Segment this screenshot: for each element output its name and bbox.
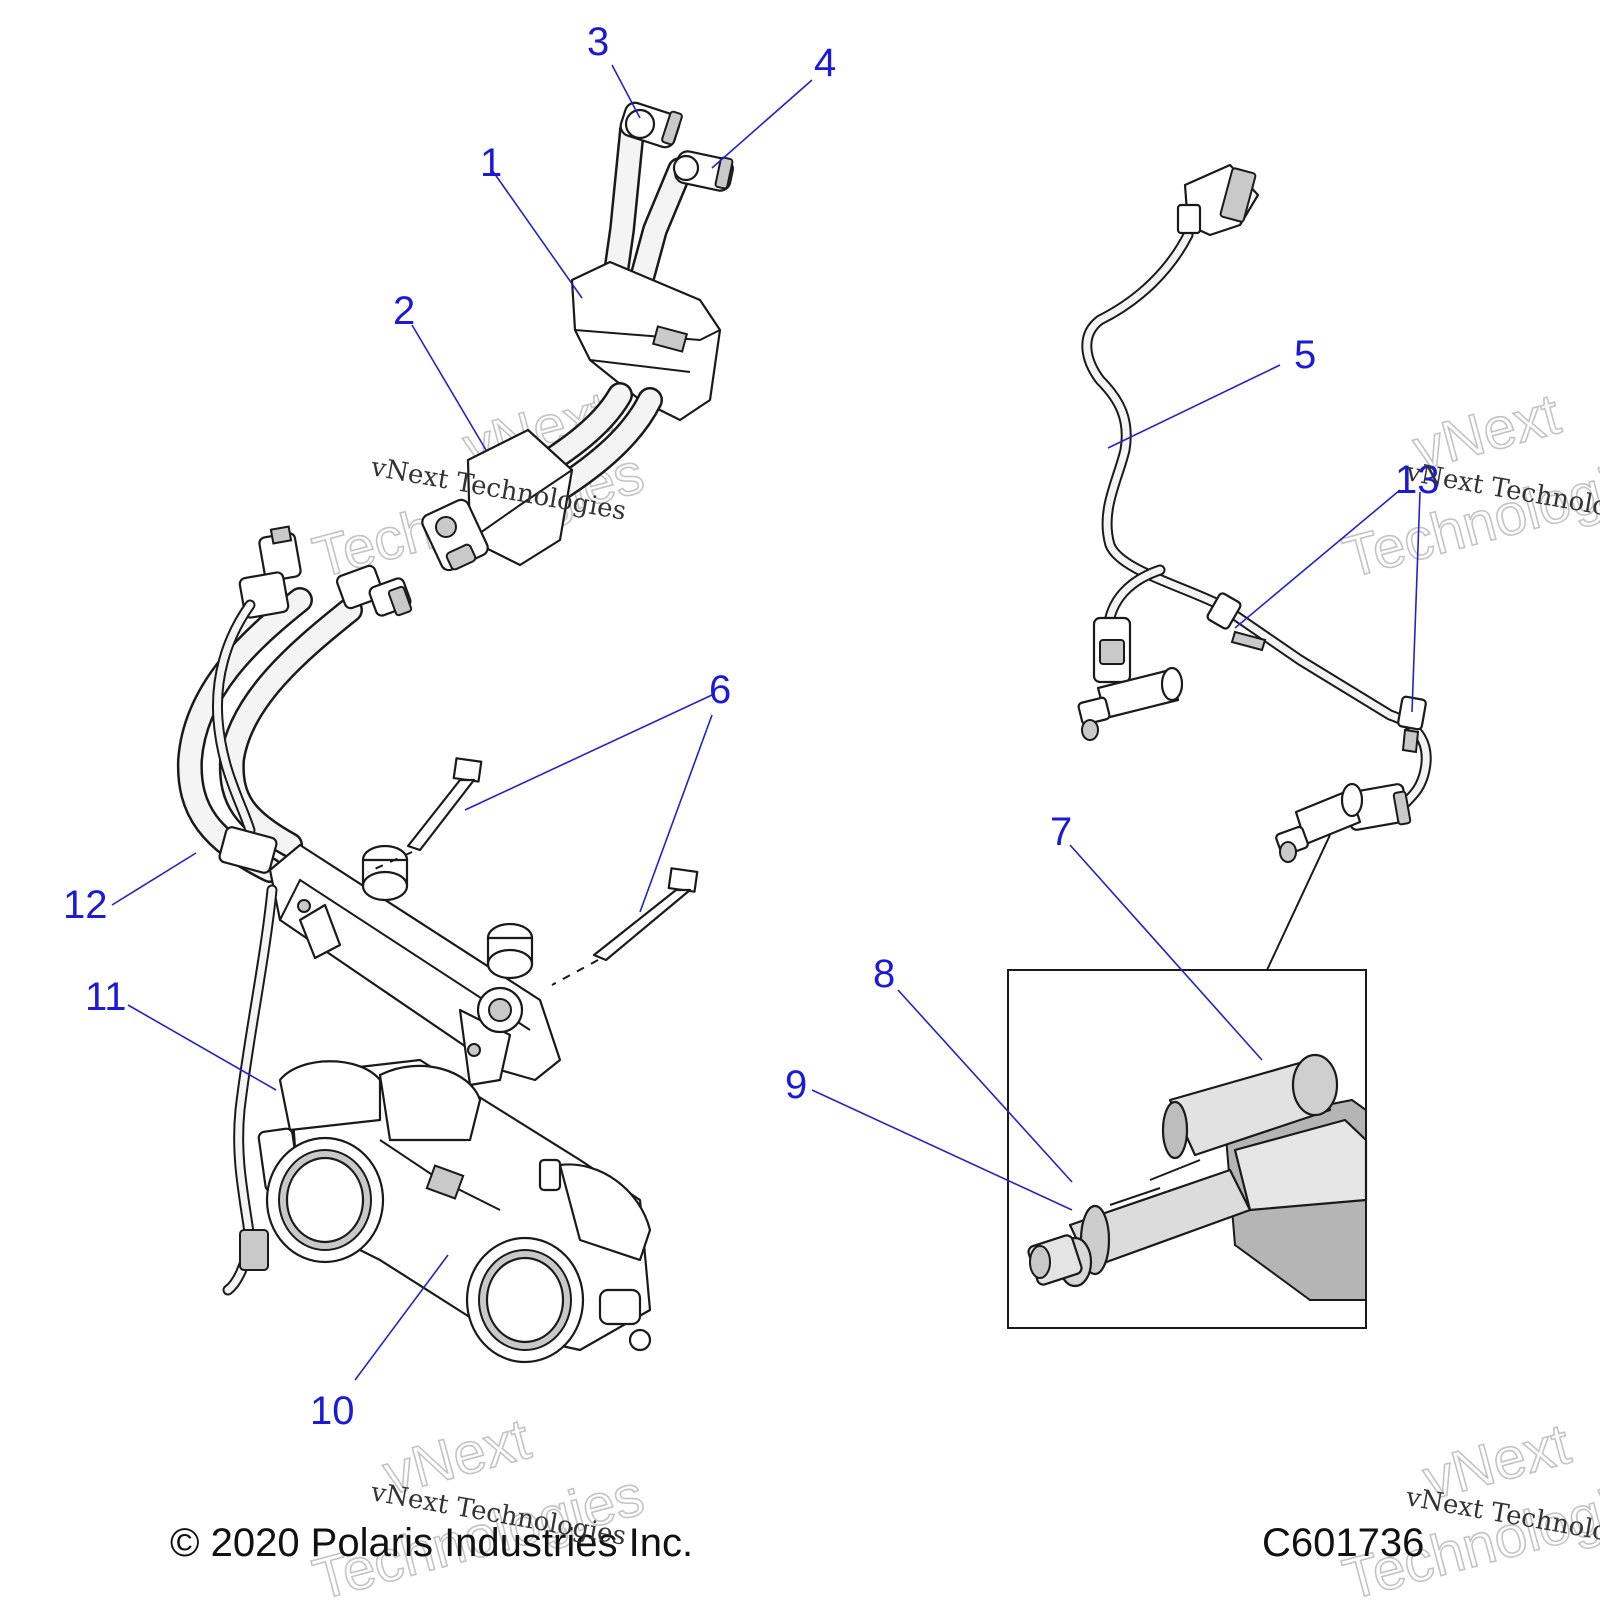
leader-6a — [464, 694, 713, 811]
callout-10: 10 — [310, 1389, 355, 1433]
copyright-notice: © 2020 Polaris Industries Inc. — [170, 1521, 693, 1565]
fuel-injector-left — [1077, 666, 1184, 741]
callout-12: 12 — [63, 883, 108, 927]
hose-bracket — [570, 260, 722, 422]
leader-8 — [897, 989, 1073, 1183]
leader-9 — [811, 1089, 1073, 1211]
leader-13b — [1411, 491, 1421, 713]
hose-fitting-3 — [619, 101, 683, 149]
leader-12 — [111, 852, 197, 906]
callout-7: 7 — [1050, 810, 1072, 854]
callout-4: 4 — [814, 41, 836, 85]
callout-11: 11 — [85, 975, 127, 1019]
callout-6: 6 — [709, 668, 731, 712]
fuel-rail-hose-assembly — [176, 525, 413, 883]
callout-8: 8 — [873, 952, 895, 996]
callout-2: 2 — [393, 289, 415, 333]
mounting-bolt-upper — [367, 757, 483, 873]
leader-lines — [111, 64, 1421, 1381]
harness-clip-13-upper — [1206, 592, 1267, 652]
hose-end-connector — [335, 564, 413, 617]
callout-numbers: 1 2 3 4 5 6 7 8 9 10 11 12 13 — [63, 20, 1440, 1433]
callout-1: 1 — [480, 141, 502, 185]
mounting-bolt-lower — [551, 867, 699, 986]
harness-main-connector — [1176, 163, 1260, 237]
injector-connector-left — [1092, 616, 1132, 684]
fuel-pressure-regulator — [421, 428, 574, 572]
leader-6b — [639, 714, 713, 913]
rail-injector-boss — [361, 844, 409, 902]
leader-5 — [1107, 364, 1281, 449]
leader-13a — [1234, 489, 1401, 629]
leader-2 — [411, 324, 487, 451]
injector-harness — [1081, 163, 1432, 831]
leader-3 — [611, 64, 641, 119]
leader-1 — [491, 169, 583, 299]
callout-13: 13 — [1395, 458, 1440, 502]
harness-clip-13-lower — [1397, 695, 1427, 754]
leader-4 — [711, 79, 813, 169]
throttle-body — [265, 1058, 652, 1364]
leader-10 — [354, 1254, 449, 1381]
callout-5: 5 — [1294, 333, 1316, 377]
rail-injector-boss — [486, 922, 534, 980]
leader-11 — [127, 1004, 277, 1091]
fuel-injector-right — [1275, 782, 1364, 863]
leader-7 — [1069, 844, 1263, 1061]
fuel-rail — [268, 843, 562, 1087]
callout-3: 3 — [587, 20, 609, 64]
callout-9: 9 — [785, 1063, 807, 1107]
injector-detail-view — [1007, 834, 1368, 1329]
hose-fitting-4 — [672, 150, 734, 192]
drawing-number: C601736 — [1262, 1521, 1424, 1565]
